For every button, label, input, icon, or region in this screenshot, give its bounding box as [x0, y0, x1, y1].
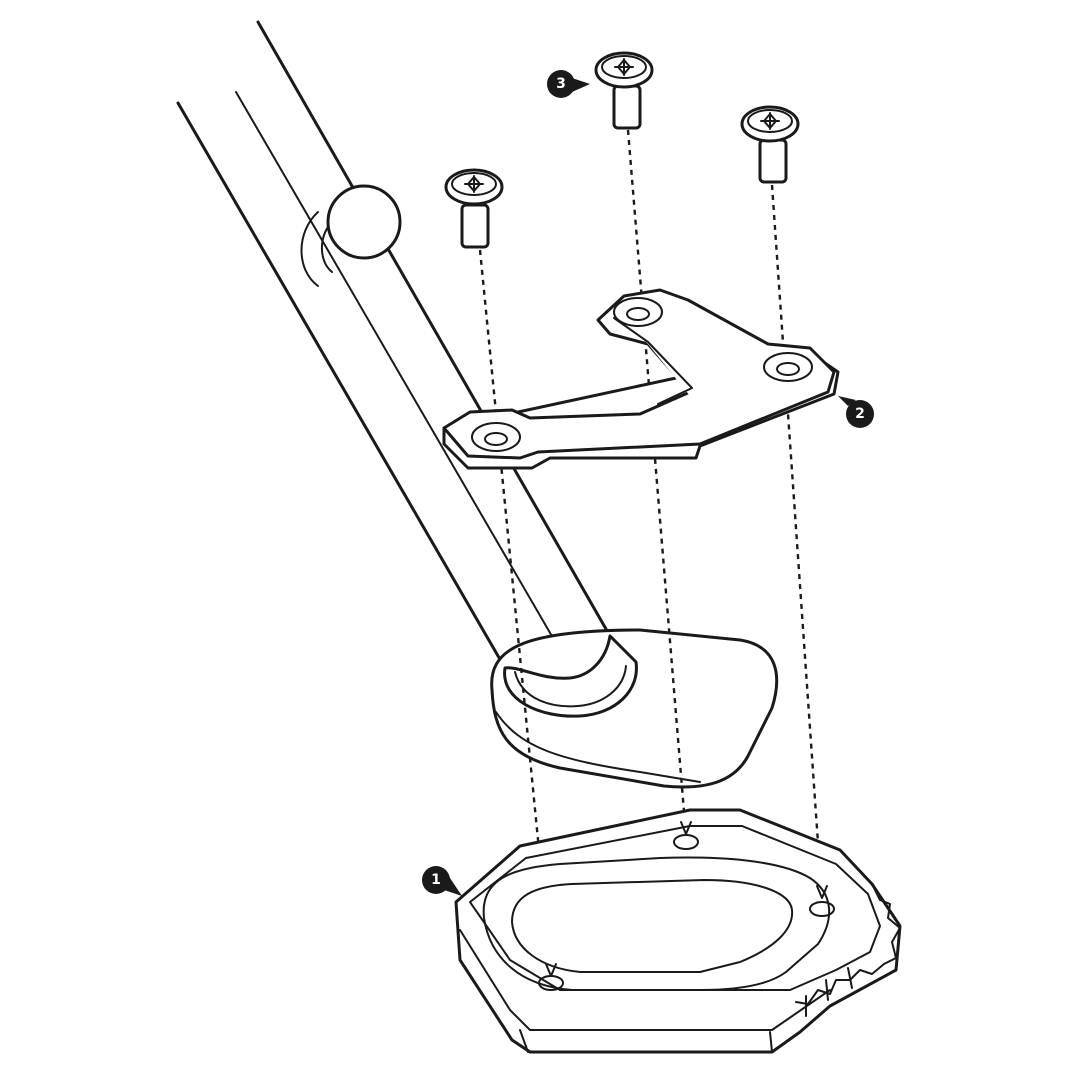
callout-label-3: 3 — [556, 76, 566, 92]
plate-hole-right — [809, 901, 835, 917]
callout-badge-1: 1 — [422, 866, 462, 896]
base-plate-part — [454, 808, 902, 1054]
callout-label-1: 1 — [431, 872, 441, 888]
kickstand-knob — [300, 184, 402, 287]
bracket-hole-left — [471, 422, 521, 452]
callout-badge-2: 2 — [838, 396, 874, 428]
screw-left — [444, 168, 504, 249]
callout-badge-3: 3 — [547, 70, 590, 98]
guide-line-center — [626, 129, 688, 837]
bracket-part — [442, 288, 840, 470]
callout-label-2: 2 — [855, 406, 865, 422]
bracket-hole-center — [613, 297, 663, 327]
kickstand-leg — [176, 20, 612, 670]
guide-line-right — [770, 184, 824, 901]
stand-foot — [490, 628, 779, 789]
screw-right — [740, 105, 800, 184]
screw-center — [594, 51, 654, 130]
bracket-hole-right — [763, 352, 813, 382]
knob-head — [326, 184, 402, 260]
